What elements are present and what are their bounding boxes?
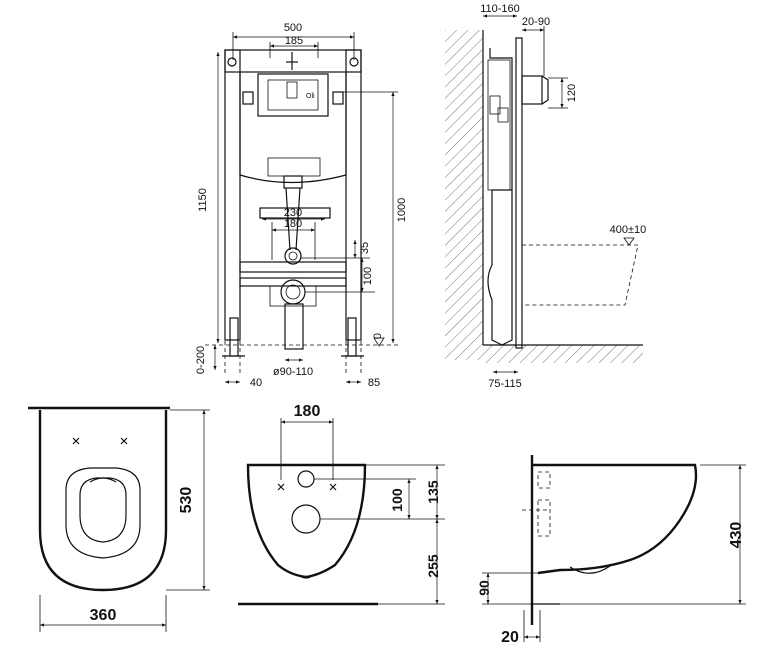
dim-bolt-spacing-outer: 230 <box>284 207 302 219</box>
dim-flush-pipe-height: 120 <box>566 84 578 102</box>
dim-bolt-to-outlet: 100 <box>362 267 374 285</box>
bowl-opening <box>65 467 141 559</box>
dim-side-wall-gap: 20 <box>501 629 519 646</box>
dim-bolt-pitch: 180 <box>294 403 321 420</box>
dim-plate-offset: 20-90 <box>522 16 550 28</box>
dim-wall-depth: 110-160 <box>480 3 520 15</box>
frame-right-post <box>345 49 362 341</box>
flush-plate <box>257 73 329 117</box>
drain-pipe <box>284 303 304 350</box>
dim-bowl-width: 360 <box>90 607 117 624</box>
dim-foot-depth: 85 <box>368 377 380 389</box>
dim-floor-depth: 75-115 <box>488 378 521 390</box>
bowl-top-outline <box>38 410 168 592</box>
svg-text:Oli: Oli <box>306 93 315 100</box>
inlet-connector <box>284 247 302 265</box>
dim-bolt-to-inlet: 135 <box>425 480 441 504</box>
dim-frame-height: 1150 <box>197 188 209 212</box>
dim-bowl-length: 530 <box>178 487 195 514</box>
dim-side-height: 430 <box>728 522 745 549</box>
bowl-side-outline <box>532 463 698 575</box>
bowl-side-view: 430 90 20 <box>476 455 746 646</box>
bowl-rear-view: 180 135 100 255 <box>238 403 445 606</box>
bowl-top-view: 360 530 <box>28 406 210 632</box>
frame-top-bar <box>224 49 362 73</box>
floor-hatch <box>483 345 643 363</box>
bowl-outline-side <box>522 244 639 306</box>
dim-flush-plate-width: 185 <box>285 35 303 47</box>
frame-side-view: 110-160 20-90 120 400±10 75-115 <box>445 3 646 390</box>
wall-hatch <box>445 30 483 360</box>
dim-foot-offset: 40 <box>250 377 262 389</box>
cistern-outline <box>239 72 347 184</box>
dim-bolt-spacing-inner: 180 <box>284 218 302 230</box>
outlet-connector <box>280 279 306 305</box>
dim-flush-height: 1000 <box>396 198 408 222</box>
dim-inlet-to-outlet: 100 <box>389 488 405 512</box>
dim-foot-adjust: 0-200 <box>195 346 207 374</box>
dim-side-outlet-height: 90 <box>476 580 492 596</box>
outlet-hole <box>291 504 321 534</box>
inlet-hole <box>297 470 315 488</box>
dim-frame-width: 500 <box>284 22 302 34</box>
dim-drain-diameter: ø90-110 <box>273 366 313 378</box>
bowl-rear-outline <box>246 463 367 579</box>
wall-panel <box>515 37 523 349</box>
dim-bowl-height: 400±10 <box>610 224 647 236</box>
frame-left-post <box>224 49 241 341</box>
dim-inlet-offset: 35 <box>359 242 371 254</box>
dim-outlet-height: 255 <box>425 554 441 578</box>
dim-floor-zero: 0 <box>372 333 384 339</box>
frame-front-view: Oli 500 <box>195 22 408 389</box>
